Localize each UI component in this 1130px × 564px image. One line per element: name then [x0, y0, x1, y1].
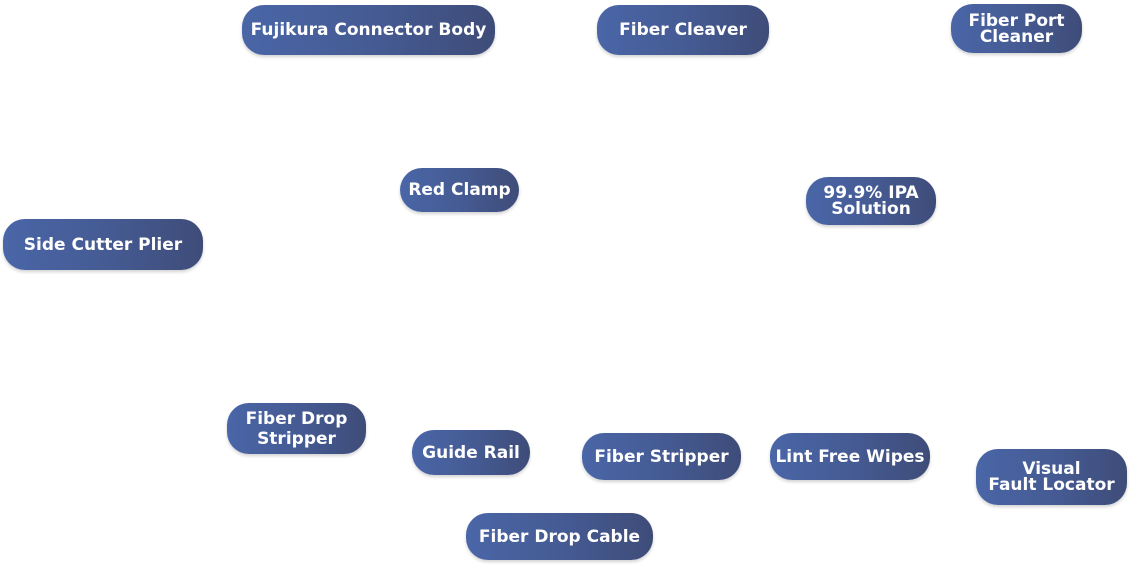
side-cutter-plier-button[interactable]: Side Cutter Plier: [3, 219, 203, 270]
visual-fault-locator-button[interactable]: Visual Fault Locator: [976, 449, 1127, 505]
fiber-drop-cable-button[interactable]: Fiber Drop Cable: [466, 513, 653, 560]
red-clamp-label: Red Clamp: [408, 180, 511, 200]
lint-free-wipes-label: Lint Free Wipes: [775, 446, 925, 467]
ipa-solution-label: 99.9% IPA Solution: [823, 183, 919, 219]
fiber-port-cleaner-button[interactable]: Fiber Port Cleaner: [951, 4, 1082, 53]
side-cutter-plier-label: Side Cutter Plier: [23, 234, 183, 255]
fiber-drop-stripper-label: Fiber Drop Stripper: [245, 408, 348, 449]
fiber-stripper-label: Fiber Stripper: [594, 446, 729, 467]
fiber-cleaver-button[interactable]: Fiber Cleaver: [597, 5, 769, 55]
fujikura-connector-body-button[interactable]: Fujikura Connector Body: [242, 5, 495, 55]
lint-free-wipes-button[interactable]: Lint Free Wipes: [770, 433, 930, 480]
fiber-port-cleaner-label: Fiber Port Cleaner: [968, 10, 1065, 47]
fiber-stripper-button[interactable]: Fiber Stripper: [582, 433, 741, 480]
fiber-cleaver-label: Fiber Cleaver: [619, 20, 747, 40]
guide-rail-button[interactable]: Guide Rail: [412, 430, 530, 475]
fiber-drop-cable-label: Fiber Drop Cable: [478, 526, 641, 547]
visual-fault-locator-label: Visual Fault Locator: [988, 459, 1115, 495]
fujikura-connector-body-label: Fujikura Connector Body: [250, 20, 487, 40]
red-clamp-button[interactable]: Red Clamp: [400, 168, 519, 212]
guide-rail-label: Guide Rail: [422, 442, 520, 463]
fiber-drop-stripper-button[interactable]: Fiber Drop Stripper: [227, 403, 366, 454]
ipa-solution-button[interactable]: 99.9% IPA Solution: [806, 177, 936, 225]
